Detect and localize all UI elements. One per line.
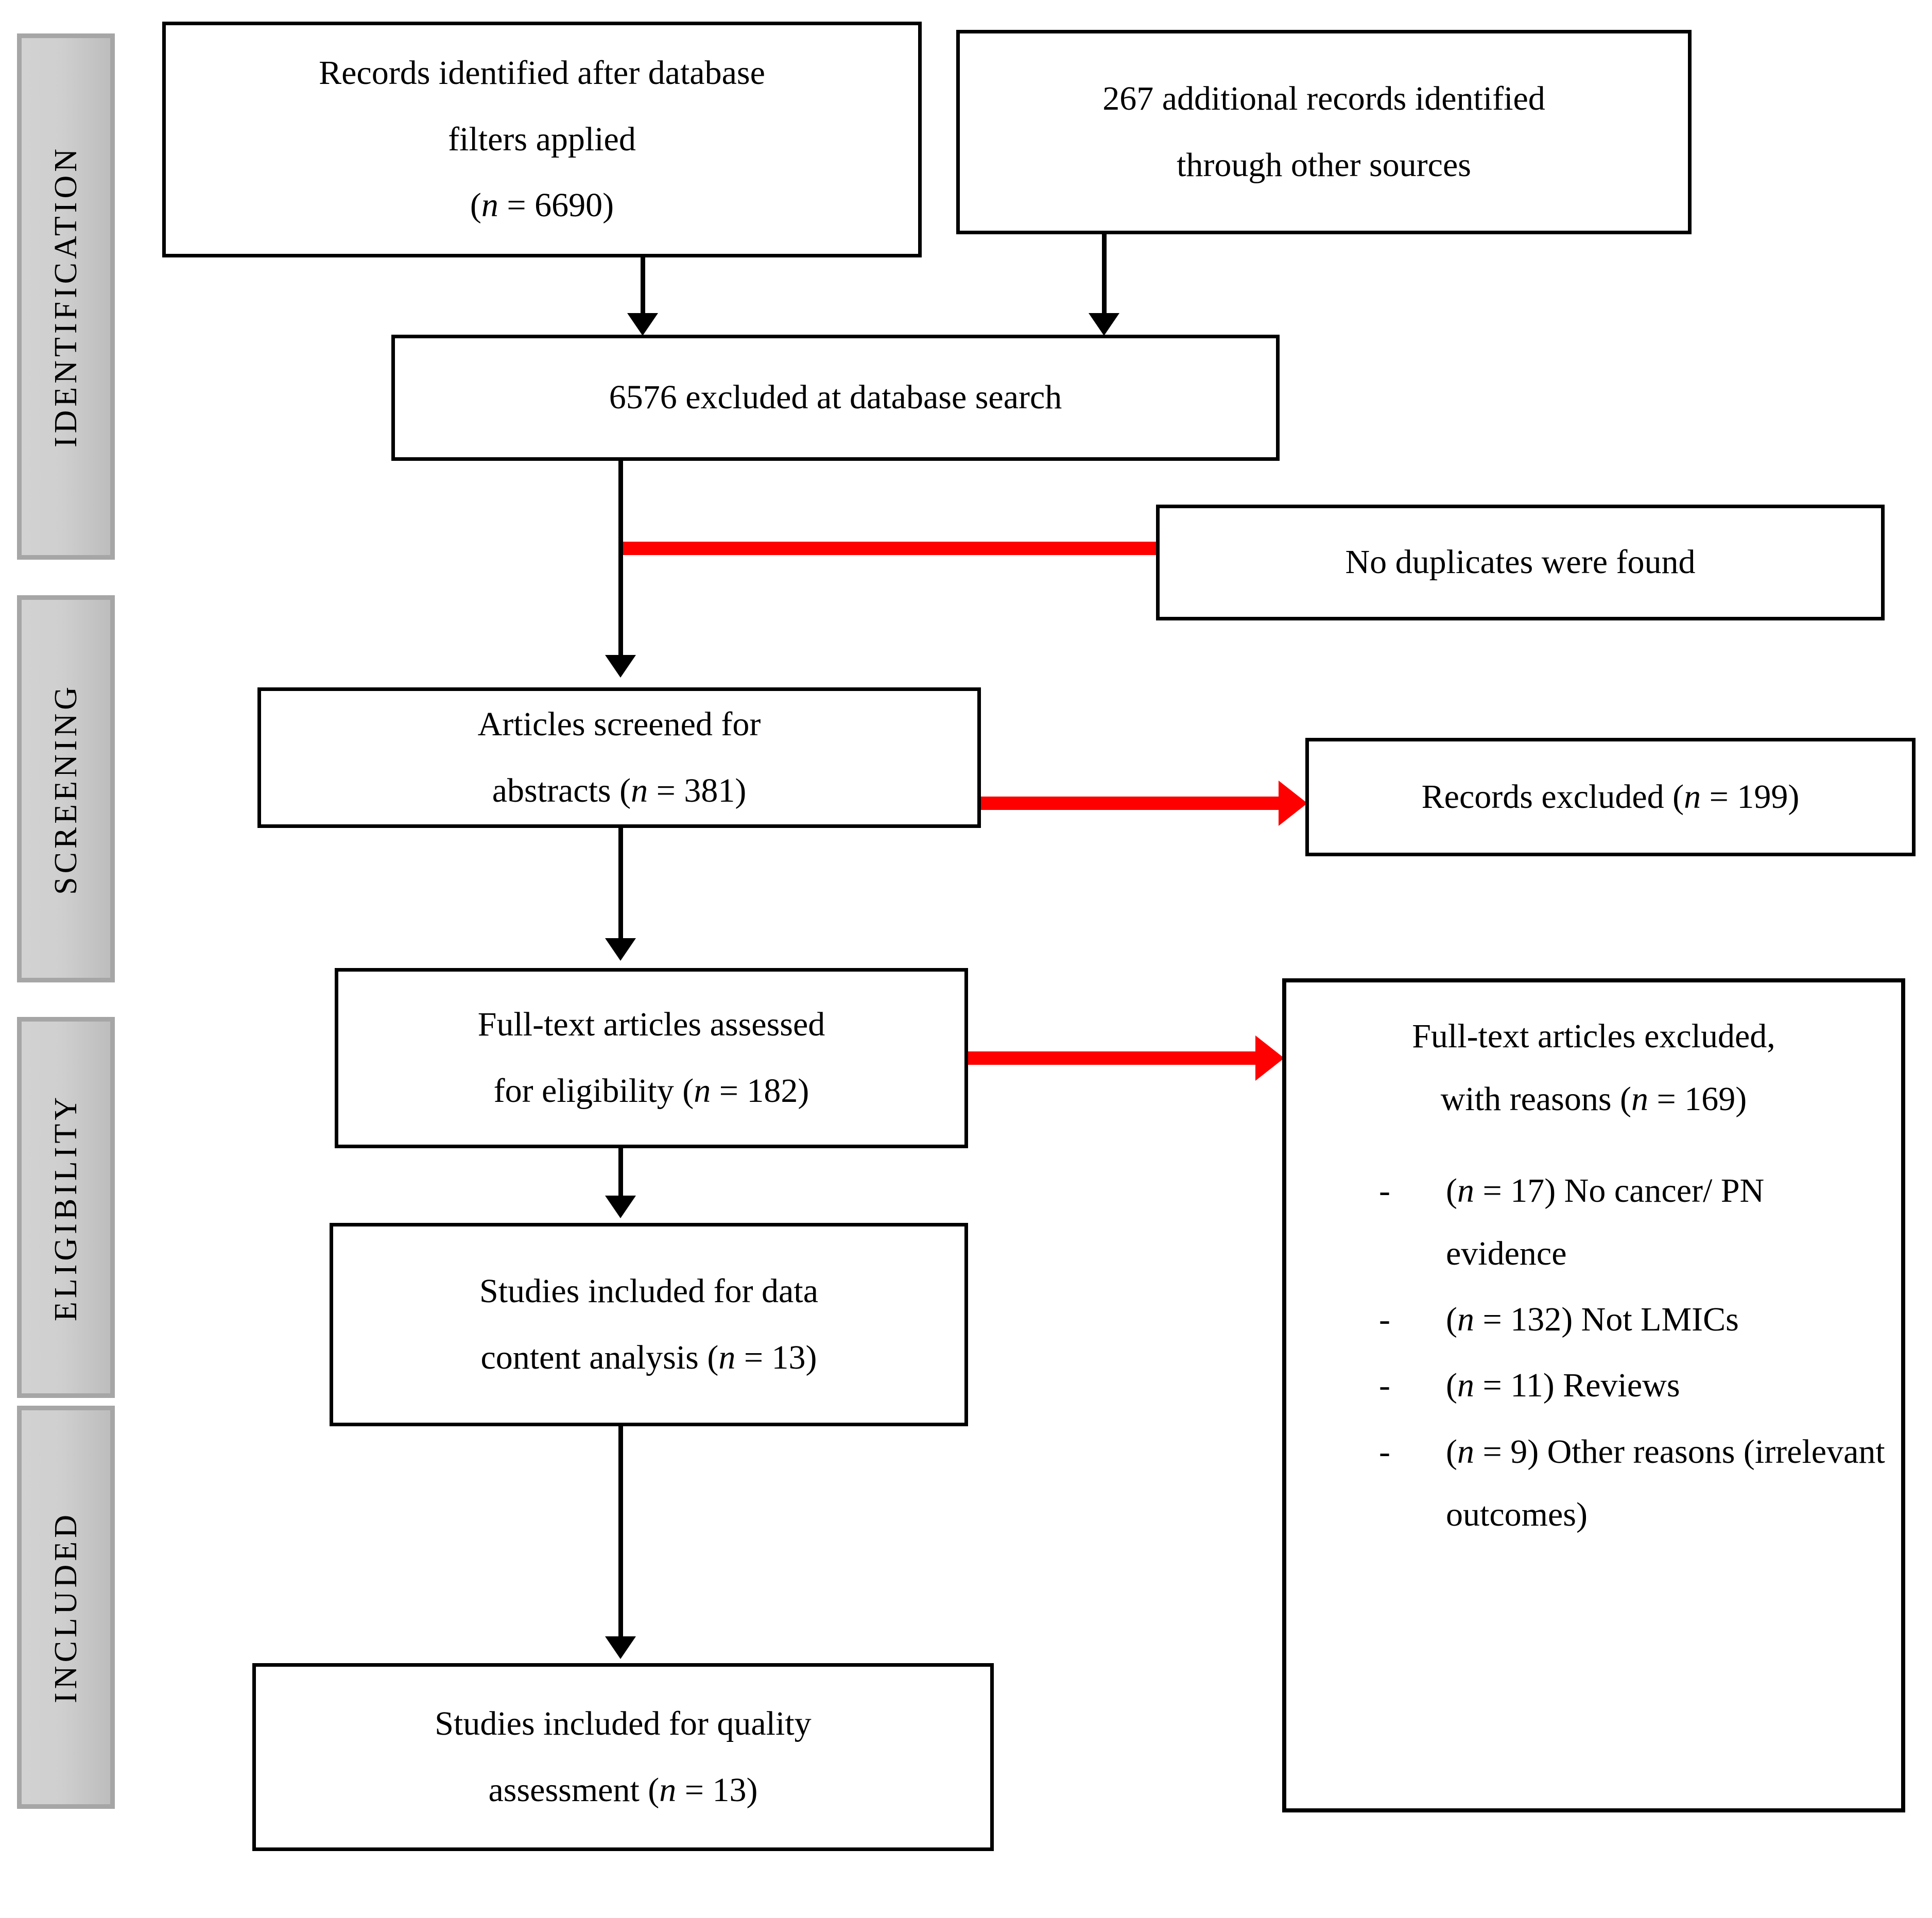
studies-data-content-line1: Studies included for data xyxy=(479,1272,818,1310)
connector-excluded-to-screened xyxy=(618,461,623,659)
arrowhead-records-to-excluded xyxy=(627,313,658,336)
reason-bullet: - xyxy=(1379,1432,1390,1471)
fulltext-excluded-title-line2: with reasons (n = 169) xyxy=(1440,1080,1747,1118)
studies-quality-line1: Studies included for quality xyxy=(435,1704,812,1742)
additional-records-line1: 267 additional records identified xyxy=(1102,79,1545,117)
stage-bar-eligibility: ELIGIBILITY xyxy=(17,1017,115,1398)
box-fulltext-excluded-reasons: Full-text articles excluded, with reason… xyxy=(1282,978,1905,1812)
connector-screened-to-fulltext xyxy=(618,828,623,942)
reason-item: - (n = 132) Not LMICs xyxy=(1379,1288,1886,1351)
reason-text: (n = 9) Other reasons (irrelevant outcom… xyxy=(1446,1432,1885,1533)
reason-bullet: - xyxy=(1379,1367,1390,1405)
red-connector-to-records-excluded xyxy=(981,797,1280,810)
fulltext-excluded-title: Full-text articles excluded, with reason… xyxy=(1302,1005,1886,1131)
reason-bullet: - xyxy=(1379,1301,1390,1339)
stage-label-eligibility: ELIGIBILITY xyxy=(48,1094,83,1321)
box-additional-records: 267 additional records identified throug… xyxy=(956,30,1692,234)
reason-item: - (n = 17) No cancer/ PN evidence xyxy=(1379,1160,1886,1285)
arrowhead-data-content-to-quality xyxy=(605,1636,636,1659)
box-fulltext-assessed: Full-text articles assessed for eligibil… xyxy=(335,968,968,1148)
box-excluded-at-database-search: 6576 excluded at database search xyxy=(391,335,1280,461)
reason-text: (n = 11) Reviews xyxy=(1446,1367,1680,1405)
arrowhead-additional-to-excluded xyxy=(1089,313,1119,336)
box-studies-quality-assessment: Studies included for quality assessment … xyxy=(252,1663,994,1851)
records-identified-count: (n = 6690) xyxy=(470,186,614,224)
fulltext-assessed-line1: Full-text articles assessed xyxy=(477,1006,825,1044)
stage-label-screening: SCREENING xyxy=(48,683,83,895)
records-identified-line1: Records identified after database xyxy=(319,54,765,92)
reason-text: (n = 17) No cancer/ PN evidence xyxy=(1446,1172,1765,1273)
stage-bar-included: INCLUDED xyxy=(17,1406,115,1809)
box-records-excluded: Records excluded (n = 199) xyxy=(1305,738,1916,856)
fulltext-excluded-title-line1: Full-text articles excluded, xyxy=(1412,1017,1775,1055)
records-identified-line2: filters applied xyxy=(448,120,636,158)
articles-screened-line1: Articles screened for xyxy=(477,705,761,743)
fulltext-excluded-reason-list: - (n = 17) No cancer/ PN evidence - (n =… xyxy=(1302,1160,1886,1549)
stage-label-included: INCLUDED xyxy=(48,1511,83,1703)
box-studies-data-content: Studies included for data content analys… xyxy=(330,1223,968,1426)
stage-bar-screening: SCREENING xyxy=(17,595,115,982)
excluded-database-line1: 6576 excluded at database search xyxy=(609,378,1062,417)
records-excluded-count: Records excluded (n = 199) xyxy=(1421,777,1800,816)
box-records-identified: Records identified after database filter… xyxy=(162,22,922,257)
reason-item: - (n = 9) Other reasons (irrelevant outc… xyxy=(1379,1421,1886,1546)
arrowhead-fulltext-to-data-content xyxy=(605,1196,636,1218)
red-connector-to-no-duplicates xyxy=(623,542,1159,555)
red-arrowhead-to-fulltext-excluded xyxy=(1255,1035,1284,1081)
studies-quality-count: assessment (n = 13) xyxy=(488,1771,758,1809)
connector-additional-to-excluded xyxy=(1102,234,1107,315)
connector-data-content-to-quality xyxy=(618,1426,623,1640)
fulltext-assessed-count: for eligibility (n = 182) xyxy=(493,1072,809,1110)
box-no-duplicates: No duplicates were found xyxy=(1156,505,1885,620)
reason-bullet: - xyxy=(1379,1172,1390,1210)
reason-item: - (n = 11) Reviews xyxy=(1379,1354,1886,1417)
studies-data-content-count: content analysis (n = 13) xyxy=(480,1338,817,1376)
connector-records-to-excluded xyxy=(641,257,645,315)
stage-label-identification: IDENTIFICATION xyxy=(48,145,83,448)
no-duplicates-line1: No duplicates were found xyxy=(1345,543,1696,581)
red-arrowhead-to-records-excluded xyxy=(1279,781,1307,826)
arrowhead-excluded-to-screened xyxy=(605,655,636,678)
reason-text: (n = 132) Not LMICs xyxy=(1446,1301,1739,1339)
stage-bar-identification: IDENTIFICATION xyxy=(17,33,115,560)
box-articles-screened: Articles screened for abstracts (n = 381… xyxy=(257,687,981,828)
articles-screened-count: abstracts (n = 381) xyxy=(492,771,747,809)
arrowhead-screened-to-fulltext xyxy=(605,938,636,961)
additional-records-line2: through other sources xyxy=(1177,146,1471,184)
connector-fulltext-to-data-content xyxy=(618,1148,623,1200)
red-connector-to-fulltext-excluded xyxy=(968,1051,1256,1065)
